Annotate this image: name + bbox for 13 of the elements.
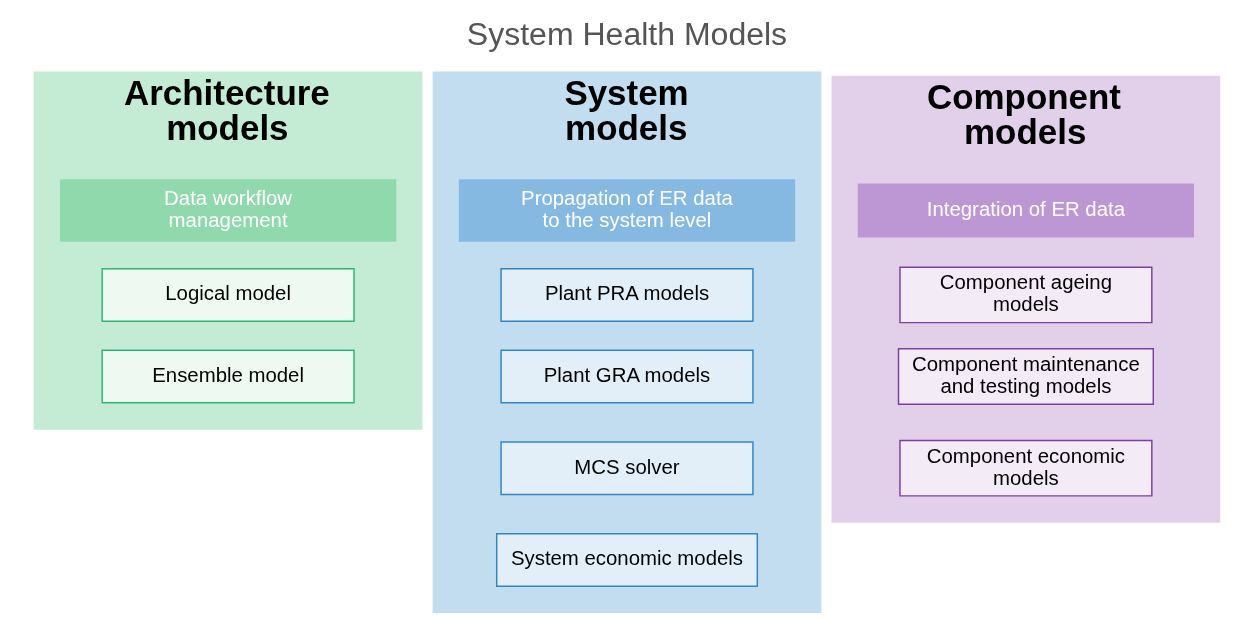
node-box: Integration of ER data	[857, 183, 1195, 238]
node-box: Component maintenance and testing models	[897, 348, 1154, 405]
node-box: Plant PRA models	[500, 268, 754, 322]
node-box: Propagation of ER data to the system level	[458, 179, 796, 242]
node-box: Component ageing models	[899, 266, 1153, 324]
node-box: Logical model	[101, 268, 355, 322]
node-box: System economic models	[495, 533, 759, 587]
node-box: Ensemble model	[101, 349, 355, 404]
node-box: Plant GRA models	[500, 349, 754, 404]
node-box: MCS solver	[500, 441, 754, 496]
node-box: Data workflow management	[59, 179, 397, 242]
node-box: Component economic models	[899, 439, 1153, 497]
diagram-title: System Health Models	[466, 16, 788, 53]
